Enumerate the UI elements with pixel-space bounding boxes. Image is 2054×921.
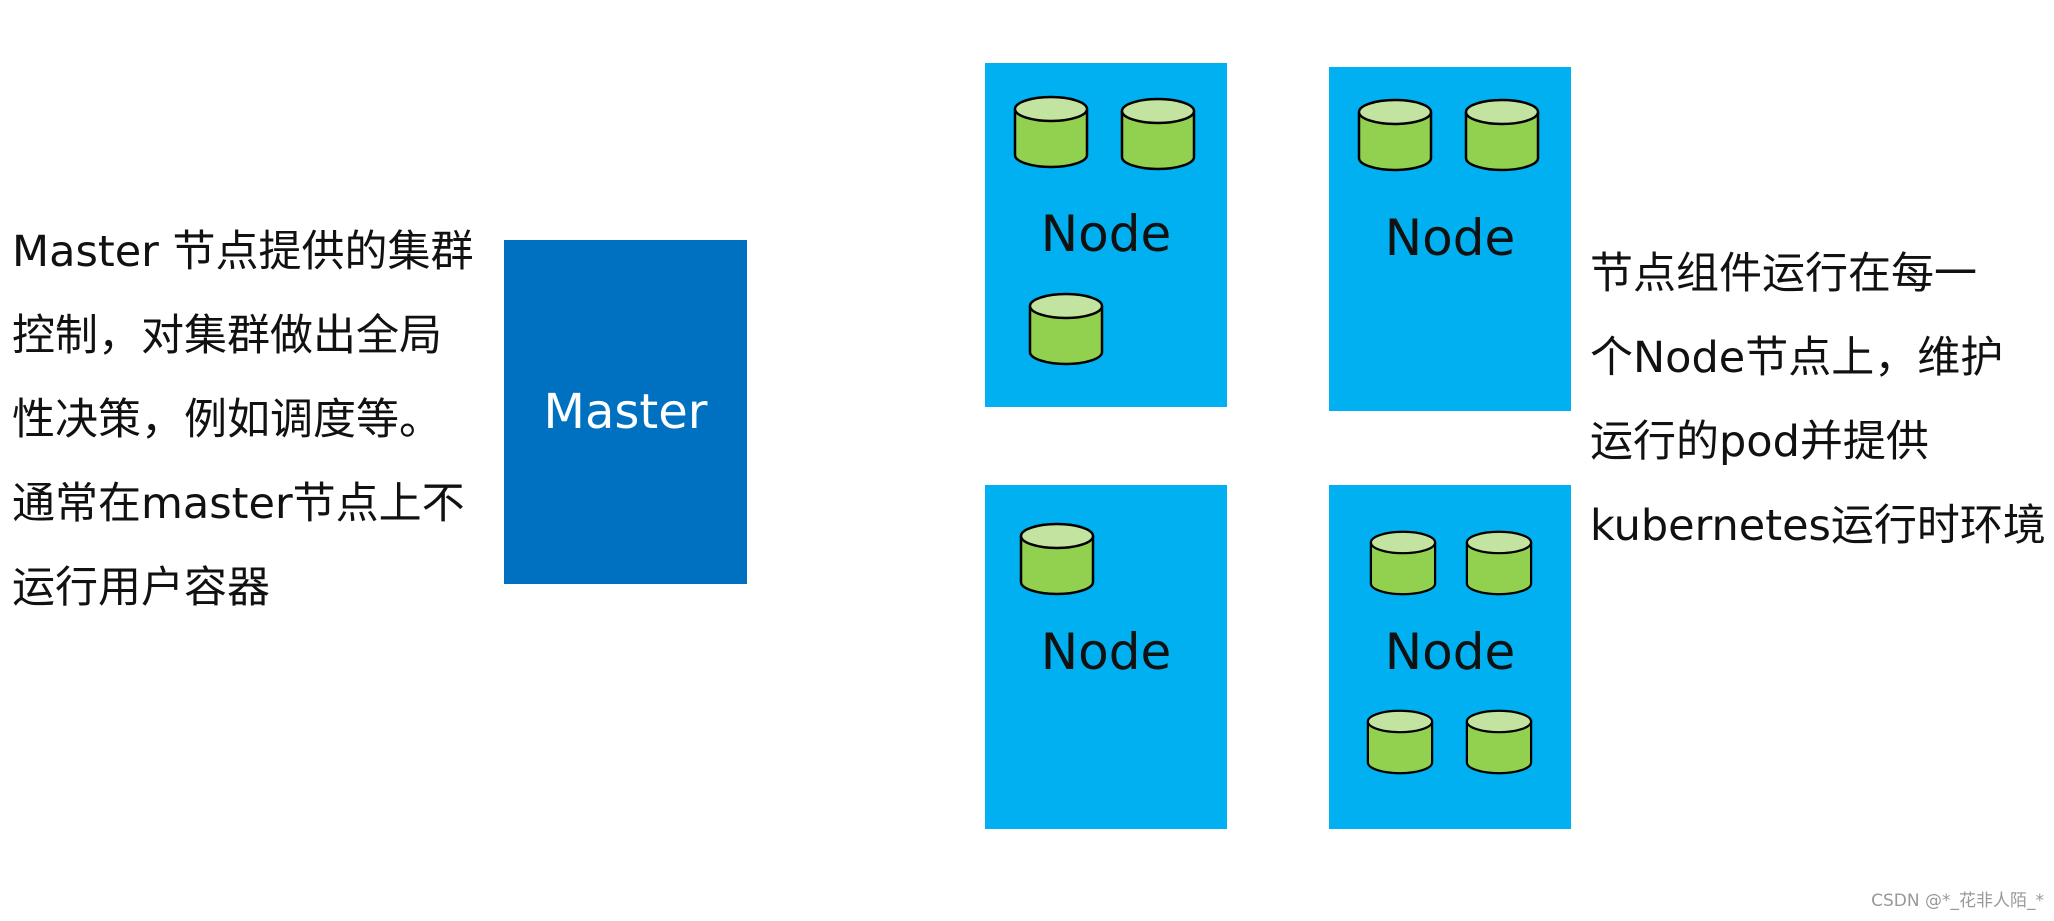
master-description-line: 通常在master节点上不: [12, 479, 465, 529]
pod-cylinder-icon: [1465, 530, 1533, 596]
master-description-line: 控制，对集群做出全局: [12, 311, 442, 361]
pod-cylinder-icon: [1465, 709, 1533, 775]
node-description-line: 节点组件运行在每一: [1590, 249, 1977, 299]
master-description-line: Master 节点提供的集群: [12, 227, 474, 277]
pod-cylinder-icon: [1369, 530, 1437, 596]
pod-cylinder-icon: [1366, 709, 1434, 775]
node-description-line: 运行的pod并提供: [1590, 417, 1929, 467]
master-node-box: Master: [504, 240, 747, 584]
node-label: Node: [1384, 209, 1516, 267]
node-label: Node: [1040, 623, 1172, 681]
node-label: Node: [1040, 205, 1172, 263]
master-description-line: 运行用户容器: [12, 563, 270, 613]
pod-cylinder-icon: [1120, 97, 1196, 171]
pod-cylinder-icon: [1464, 98, 1540, 172]
pod-cylinder-icon: [1028, 292, 1104, 366]
node-description-line: 个Node节点上，维护: [1590, 333, 2004, 383]
worker-node-3: Node: [985, 485, 1227, 829]
pod-cylinder-icon: [1357, 98, 1433, 172]
worker-node-1: Node: [985, 63, 1227, 407]
node-description-line: kubernetes运行时环境: [1590, 501, 2046, 551]
worker-node-4: Node: [1329, 485, 1571, 829]
node-label: Node: [1384, 623, 1516, 681]
master-description: Master 节点提供的集群 控制，对集群做出全局 性决策，例如调度等。 通常在…: [12, 210, 474, 630]
worker-node-2: Node: [1329, 67, 1571, 411]
master-description-line: 性决策，例如调度等。: [12, 395, 442, 445]
node-description: 节点组件运行在每一 个Node节点上，维护 运行的pod并提供 kubernet…: [1590, 232, 2046, 568]
watermark: CSDN @*_花非人陌_*: [1871, 891, 2044, 911]
master-label: Master: [543, 384, 708, 440]
pod-cylinder-icon: [1013, 95, 1089, 169]
pod-cylinder-icon: [1019, 522, 1095, 596]
